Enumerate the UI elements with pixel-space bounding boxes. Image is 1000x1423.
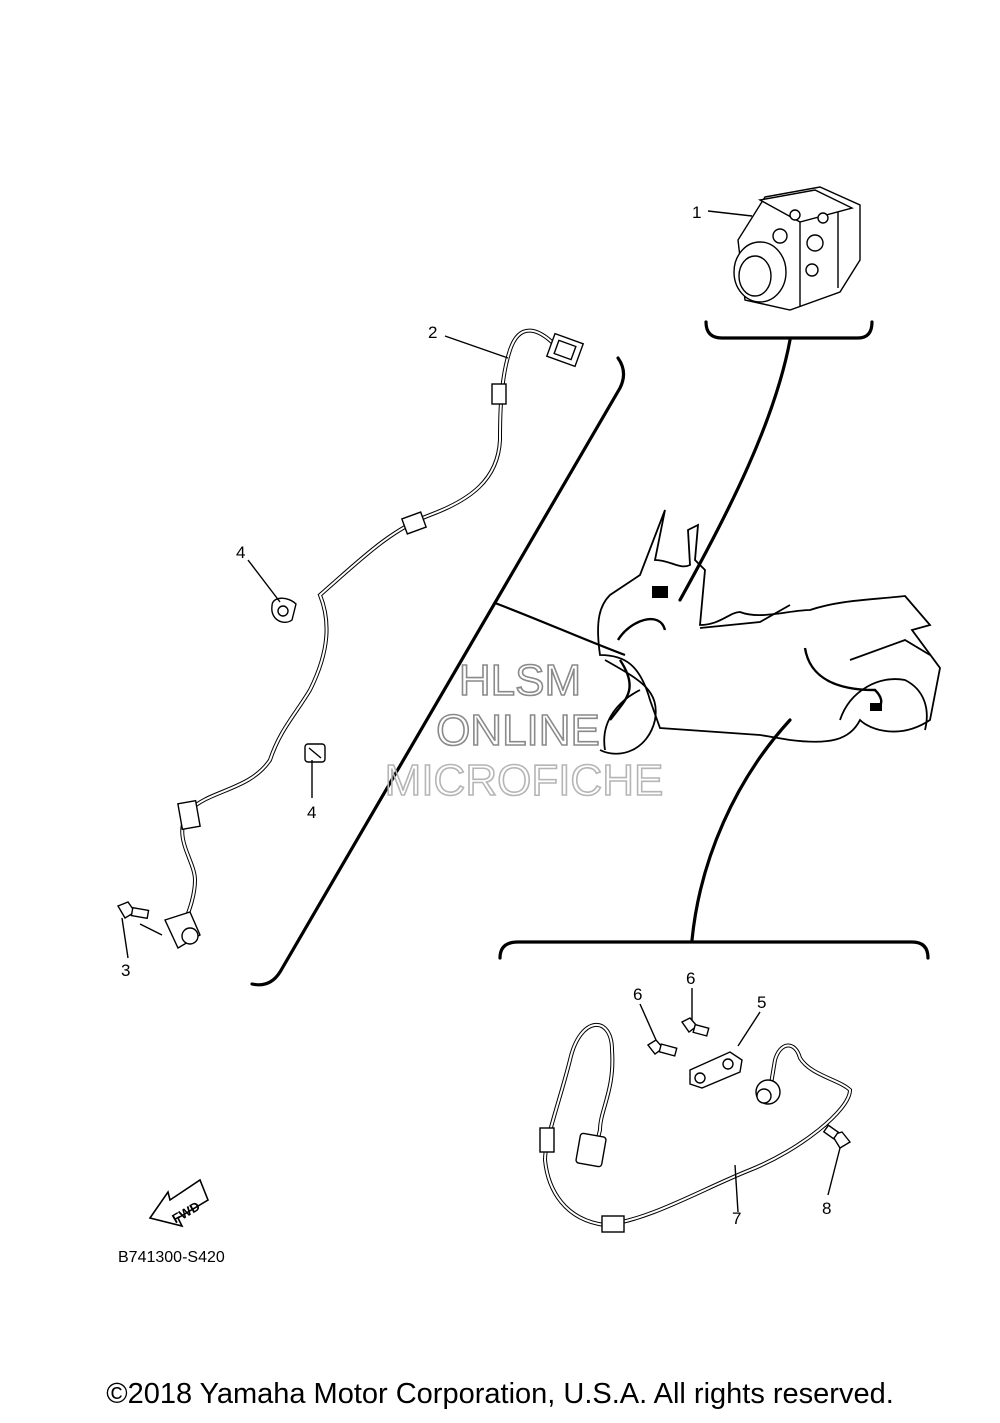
drawing-code: B741300-S420 — [118, 1249, 225, 1266]
callout-2[interactable]: 2 — [428, 323, 437, 342]
watermark-line-3: MICROFICHE — [385, 756, 664, 805]
callout-1[interactable]: 1 — [692, 203, 701, 222]
clamp-4a[interactable] — [271, 597, 297, 624]
rear-panel-border — [498, 940, 930, 960]
watermark-line-2: ONLINE — [436, 706, 600, 755]
abs-hydraulic-unit[interactable] — [733, 186, 861, 311]
callout-6a[interactable]: 6 — [633, 985, 642, 1004]
leader-lines — [121, 210, 841, 1213]
callout-8[interactable]: 8 — [822, 1199, 831, 1218]
bolt-6a[interactable] — [646, 1039, 678, 1057]
callout-5[interactable]: 5 — [757, 993, 766, 1012]
abs-bracket — [704, 320, 874, 340]
callout-7[interactable]: 7 — [732, 1209, 741, 1228]
rear-wheel-sensor-lead[interactable] — [539, 1022, 853, 1233]
watermark-line-1: HLSM — [459, 656, 581, 705]
bolt-6b[interactable] — [680, 1017, 710, 1037]
callout-4b[interactable]: 4 — [307, 803, 316, 822]
rear-leader-curve — [690, 718, 792, 942]
callout-6b[interactable]: 6 — [686, 969, 695, 988]
motorcycle-outline — [597, 509, 941, 755]
bolt-3[interactable] — [116, 901, 150, 920]
fwd-arrow-icon: FWD — [148, 1178, 209, 1228]
callout-3[interactable]: 3 — [121, 961, 130, 980]
clamp-4b[interactable] — [304, 743, 326, 763]
abs-leader-curve — [678, 338, 792, 602]
watermark: HLSM ONLINE MICROFICHE — [384, 655, 664, 806]
sensor-bracket-5[interactable] — [689, 1051, 743, 1089]
copyright-notice: ©2018 Yamaha Motor Corporation, U.S.A. A… — [106, 1378, 894, 1410]
front-leader-curve — [494, 601, 626, 657]
bolt-8[interactable] — [822, 1124, 852, 1149]
callout-4a[interactable]: 4 — [236, 543, 245, 562]
front-panel-border — [250, 356, 626, 987]
front-wheel-sensor-lead[interactable] — [164, 328, 585, 949]
